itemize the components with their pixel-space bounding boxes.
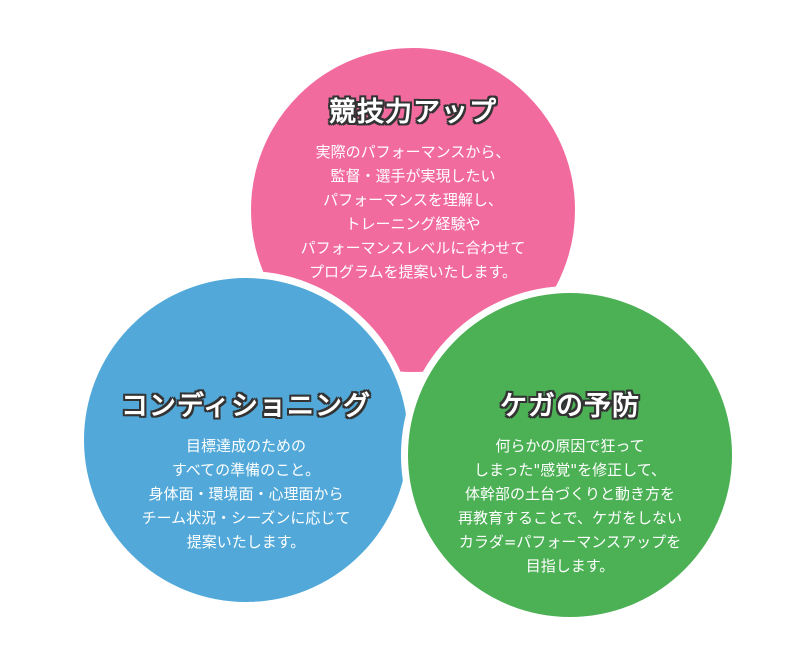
injury-prevention-title: ケガの予防: [500, 391, 640, 422]
injury-prevention-circle: ケガの予防 何らかの原因で狂って しまった"感覚"を修正して、 体幹部の土台づく…: [401, 286, 739, 624]
conditioning-title: コンディショニング: [120, 391, 372, 422]
conditioning-circle: コンディショニング 目標達成のための すべての準備のこと。 身体面・環境面・心理…: [77, 271, 415, 609]
performance-description: 実際のパフォーマンスから、 監督・選手が実現したい パフォーマンスを理解し、 ト…: [300, 143, 526, 281]
injury-prevention-description: 何らかの原因で狂って しまった"感覚"を修正して、 体幹部の土台づくりと動き方を…: [458, 437, 682, 575]
conditioning-description: 目標達成のための すべての準備のこと。 身体面・環境面・心理面から チーム状況・…: [141, 437, 351, 551]
performance-title: 競技力アップ: [329, 97, 497, 128]
